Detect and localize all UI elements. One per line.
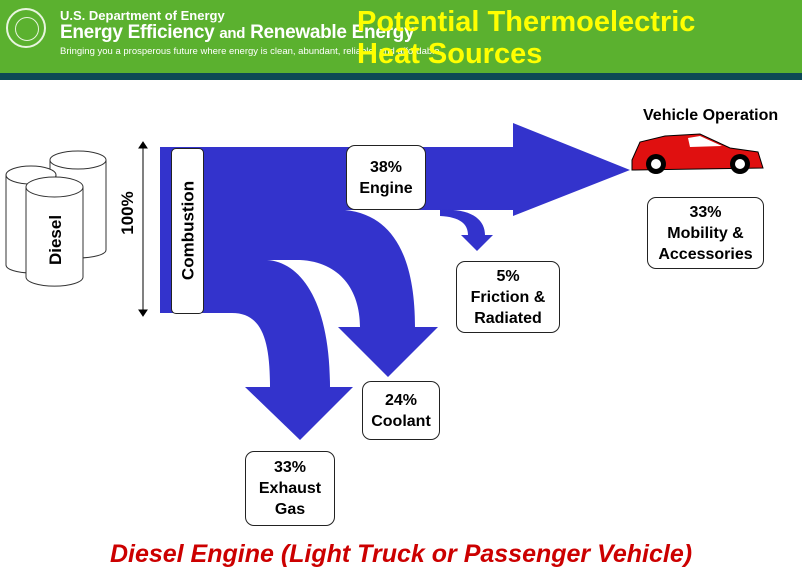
energy-flow — [160, 123, 630, 440]
diesel-tanks-icon — [5, 150, 107, 287]
car-icon — [631, 133, 764, 174]
total-percent-label: 100% — [118, 191, 137, 235]
coolant-box: 24%Coolant — [362, 381, 440, 440]
department-name: U.S. Department of Energy — [60, 8, 225, 23]
diesel-label: Diesel — [46, 214, 65, 266]
friction-box: 5%Friction &Radiated — [456, 261, 560, 333]
caption: Diesel Engine (Light Truck or Passenger … — [109, 540, 693, 568]
header-divider — [0, 73, 802, 80]
friction-flow — [440, 209, 493, 251]
header-banner: U.S. Department of Energy Energy Efficie… — [0, 0, 802, 73]
vehicle-operation-label: Vehicle Operation — [643, 107, 779, 124]
total-arrow — [138, 141, 148, 317]
engine-box: 38%Engine — [346, 145, 426, 210]
combustion-box: Combustion — [171, 148, 204, 314]
tagline: Bringing you a prosperous future where e… — [60, 46, 440, 57]
office-name: Energy Efficiency and Renewable Energy — [60, 22, 415, 43]
mobility-box: 33%Mobility &Accessories — [647, 197, 764, 269]
doe-seal-icon — [6, 8, 46, 48]
